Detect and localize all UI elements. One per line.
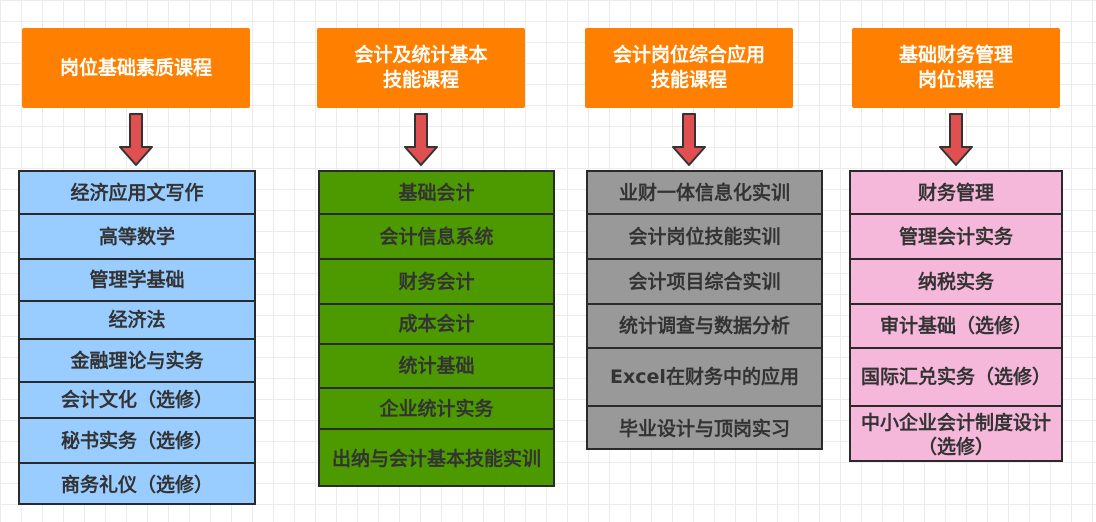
course-item: 管理学基础 — [20, 258, 254, 300]
course-item: 毕业设计与顶岗实习 — [588, 405, 821, 450]
column-header: 会计及统计基本 技能课程 — [317, 28, 525, 108]
course-item: 管理会计实务 — [851, 213, 1061, 258]
course-item: 基础会计 — [398, 181, 475, 204]
course-item: 商务礼仪（选修） — [20, 462, 254, 505]
course-item: 国际汇兑实务（选修） — [851, 347, 1061, 405]
down-arrow-icon — [119, 113, 153, 166]
course-item: 秘书实务（选修） — [20, 417, 254, 462]
course-list: 经济应用文写作高等数学管理学基础经济法金融理论与实务会计文化（选修）秘书实务（选… — [18, 170, 256, 505]
column-header: 会计岗位综合应用 技能课程 — [585, 28, 793, 108]
course-item: 审计基础（选修） — [851, 303, 1061, 347]
course-item: Excel在财务中的应用 — [588, 347, 821, 405]
course-item: 金融理论与实务 — [20, 338, 254, 381]
column-header: 岗位基础素质课程 — [22, 28, 250, 108]
column-header: 基础财务管理 岗位课程 — [852, 28, 1060, 108]
course-list: 基础会计会计信息系统财务会计成本会计统计基础企业统计实务出纳与会计基本技能实训 — [318, 170, 555, 487]
down-arrow-icon — [404, 113, 438, 166]
course-item: 统计基础 — [320, 343, 553, 387]
course-item: 企业统计实务 — [320, 387, 553, 428]
course-item: 会计文化（选修） — [20, 381, 254, 417]
course-item: 出纳与会计基本技能实训 — [320, 428, 553, 487]
down-arrow-icon — [672, 113, 706, 166]
course-item: 经济法 — [20, 300, 254, 338]
course-item: 会计项目综合实训 — [588, 258, 821, 303]
course-item: 财务会计 — [320, 258, 553, 303]
course-item: 高等数学 — [20, 213, 254, 258]
course-item: 中小企业会计制度设计（选修） — [851, 405, 1061, 462]
course-list: 财务管理管理会计实务纳税实务审计基础（选修）国际汇兑实务（选修）中小企业会计制度… — [849, 170, 1063, 462]
course-item: 会计信息系统 — [320, 213, 553, 258]
course-item: 纳税实务 — [851, 258, 1061, 303]
down-arrow-icon — [939, 113, 973, 166]
course-item: 成本会计 — [320, 303, 553, 343]
course-item: 财务管理 — [917, 181, 994, 204]
course-item: 统计调查与数据分析 — [588, 303, 821, 347]
course-item: 业财一体信息化实训 — [618, 181, 790, 204]
course-item: 会计岗位技能实训 — [588, 213, 821, 258]
course-item: 经济应用文写作 — [70, 181, 204, 204]
